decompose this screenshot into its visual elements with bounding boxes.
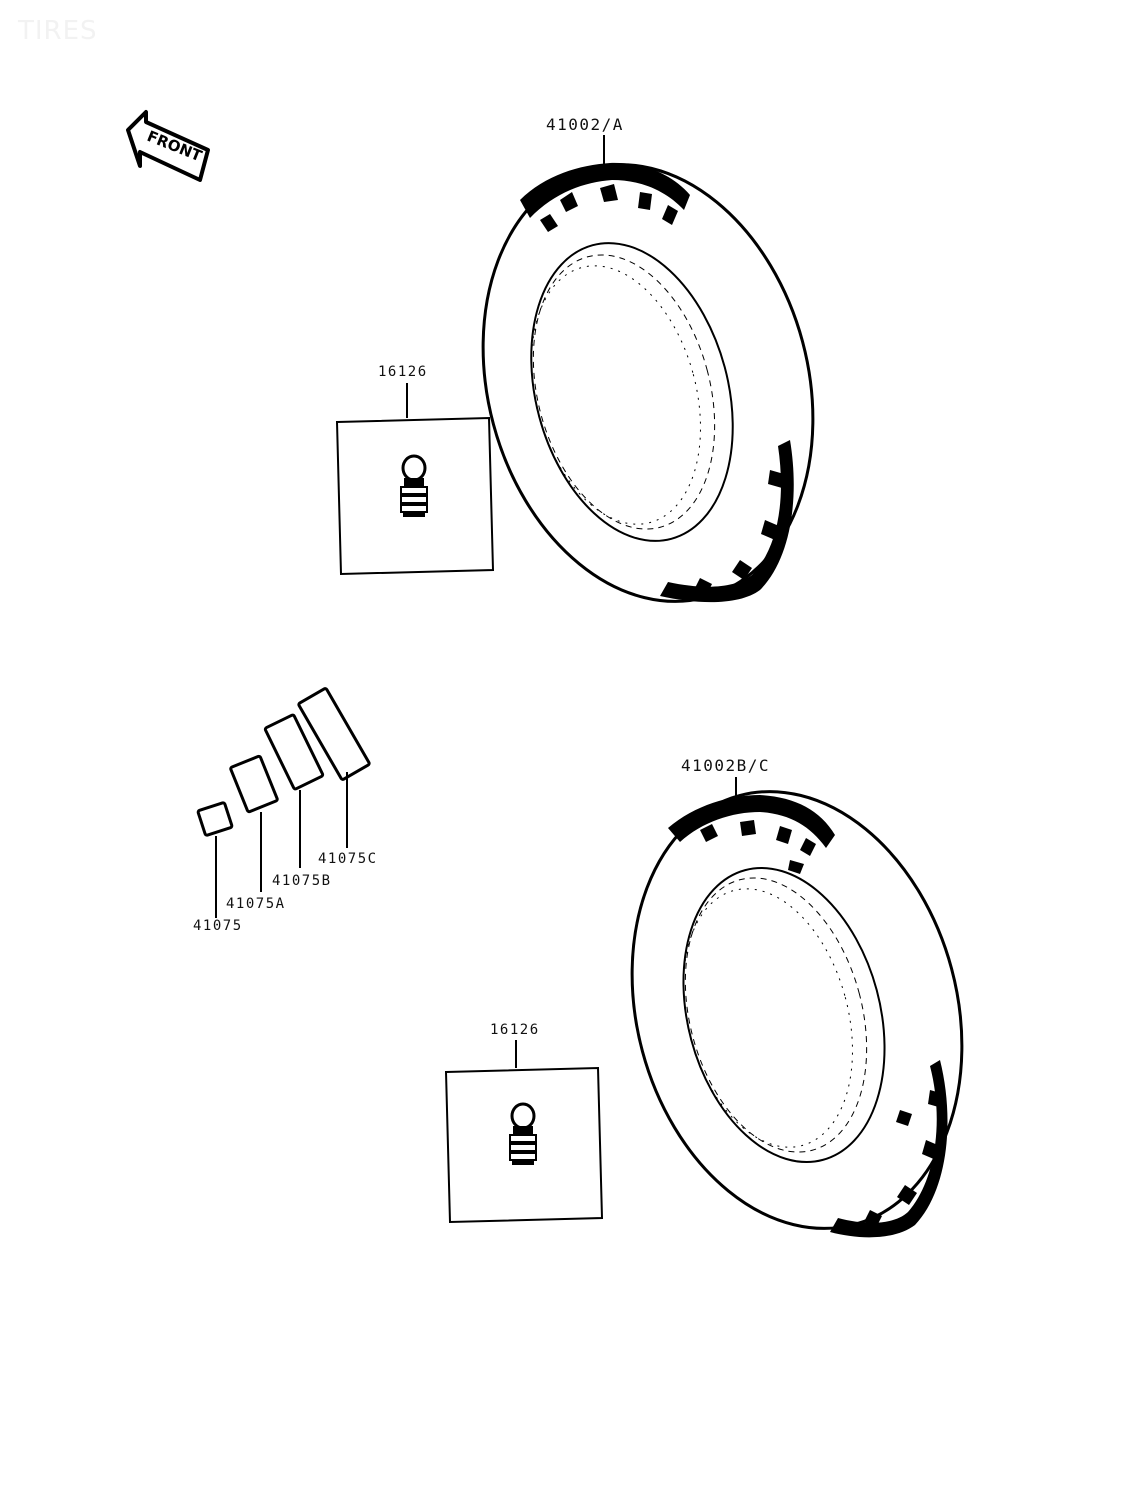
- callout-valve-rear: 16126: [490, 1022, 540, 1038]
- tire-front-drawing: [481, 135, 815, 603]
- callout-tire-rear: 41002B/C: [681, 756, 771, 775]
- callout-valve-front: 16126: [378, 364, 428, 380]
- valve-core-icon: [400, 454, 428, 517]
- page-watermark: TIRES: [18, 16, 98, 46]
- callout-weight-41075c: 41075C: [318, 851, 378, 867]
- callout-tire-front: 41002/A: [546, 115, 624, 134]
- callout-weight-41075a: 41075A: [226, 896, 286, 912]
- valve-rear-drawing: [444, 1040, 604, 1224]
- callout-weight-41075: 41075: [193, 918, 243, 934]
- balance-weights-drawing: [196, 687, 371, 918]
- valve-core-icon: [509, 1102, 537, 1165]
- tire-rear-drawing: [630, 777, 964, 1238]
- valve-front-drawing: [335, 383, 495, 576]
- front-arrow-icon: FRONT: [126, 110, 210, 182]
- callout-weight-41075b: 41075B: [272, 873, 332, 889]
